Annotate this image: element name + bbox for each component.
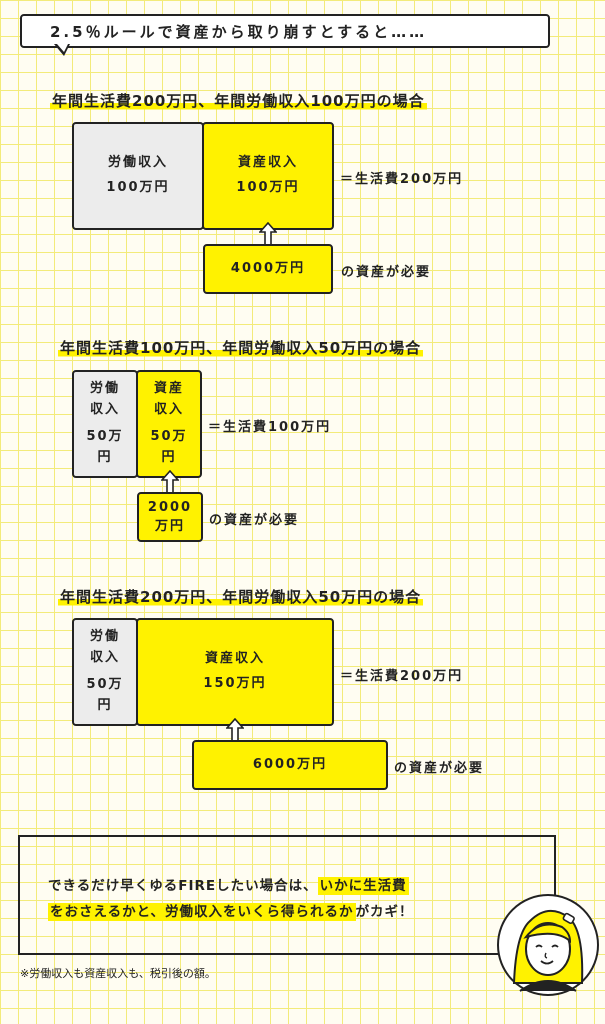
summary-line-1-highlight: いかに生活費	[317, 877, 409, 895]
page-title: 2.5％ルールで資産から取り崩すとすると……	[50, 22, 428, 41]
labor-income-label-line1: 労働	[89, 629, 120, 645]
section-1-required-assets-box: 4000万円	[203, 244, 333, 294]
required-assets-amount-line2: 万円	[154, 519, 185, 534]
up-arrow-icon	[161, 470, 179, 494]
summary-line-2: をおさえるかと、労働収入をいくら得られるかがカギ！	[48, 900, 414, 921]
required-assets-amount: 4000万円	[230, 261, 306, 277]
asset-income-label-line1: 資産	[153, 381, 184, 397]
section-1-required-suffix: の資産が必要	[341, 265, 432, 280]
summary-line-1: できるだけ早くゆるFIREしたい場合は、いかに生活費	[48, 874, 409, 895]
speech-tail-fill	[57, 44, 68, 52]
title-banner: 2.5％ルールで資産から取り崩すとすると……	[20, 14, 550, 48]
section-3-heading: 年間生活費200万円、年間労働収入50万円の場合	[58, 586, 424, 607]
labor-income-amount-line2: 円	[97, 449, 113, 465]
summary-line-2-plain: がカギ！	[355, 904, 414, 920]
section-3-asset-income-box: 資産収入 150万円	[136, 618, 334, 726]
asset-income-amount-line1: 50万	[150, 429, 188, 444]
section-2-labor-income-box: 労働 収入 50万 円	[72, 370, 138, 478]
section-3-required-assets-box: 6000万円	[192, 740, 388, 790]
asset-income-label: 資産収入	[237, 155, 298, 171]
section-2-heading: 年間生活費100万円、年間労働収入50万円の場合	[58, 337, 424, 358]
section-2-asset-income-box: 資産 収入 50万 円	[136, 370, 202, 478]
woman-character-icon	[497, 894, 599, 996]
required-assets-amount-line1: 2000	[147, 499, 193, 515]
labor-income-amount-line1: 50万	[86, 429, 124, 444]
labor-income-label-line2: 収入	[89, 650, 120, 666]
asset-income-amount: 150万円	[203, 676, 267, 691]
section-1-heading: 年間生活費200万円、年間労働収入100万円の場合	[50, 90, 427, 111]
section-1-asset-income-box: 資産収入 100万円	[202, 122, 334, 230]
labor-income-amount-line2: 円	[97, 697, 113, 713]
summary-line-1-plain: できるだけ早くゆるFIREしたい場合は、	[48, 878, 318, 894]
labor-income-label-line2: 収入	[89, 402, 120, 418]
section-3-required-suffix: の資産が必要	[394, 761, 485, 776]
up-arrow-icon	[226, 718, 244, 742]
summary-line-2-highlight: をおさえるかと、労働収入をいくら得られるか	[48, 903, 356, 921]
section-1-living-cost: ＝生活費200万円	[340, 172, 464, 187]
asset-income-label: 資産収入	[204, 651, 265, 667]
summary-frame	[18, 835, 556, 955]
labor-income-amount-line1: 50万	[86, 677, 124, 692]
labor-income-amount: 100万円	[106, 180, 170, 195]
asset-income-amount: 100万円	[236, 180, 300, 195]
asset-income-amount-line2: 円	[161, 449, 177, 465]
footnote: ※労働収入も資産収入も、税引後の額。	[20, 967, 216, 980]
section-1-labor-income-box: 労働収入 100万円	[72, 122, 204, 230]
section-2-required-assets-box: 2000 万円	[137, 492, 203, 542]
section-2-living-cost: ＝生活費100万円	[208, 420, 332, 435]
required-assets-amount: 6000万円	[252, 757, 328, 773]
labor-income-label-line1: 労働	[89, 381, 120, 397]
section-3-living-cost: ＝生活費200万円	[340, 669, 464, 684]
section-2-required-suffix: の資産が必要	[209, 513, 300, 528]
summary-bottom-rule	[18, 953, 508, 955]
asset-income-label-line2: 収入	[153, 402, 184, 418]
section-3-labor-income-box: 労働 収入 50万 円	[72, 618, 138, 726]
labor-income-label: 労働収入	[107, 155, 168, 171]
up-arrow-icon	[259, 222, 277, 246]
